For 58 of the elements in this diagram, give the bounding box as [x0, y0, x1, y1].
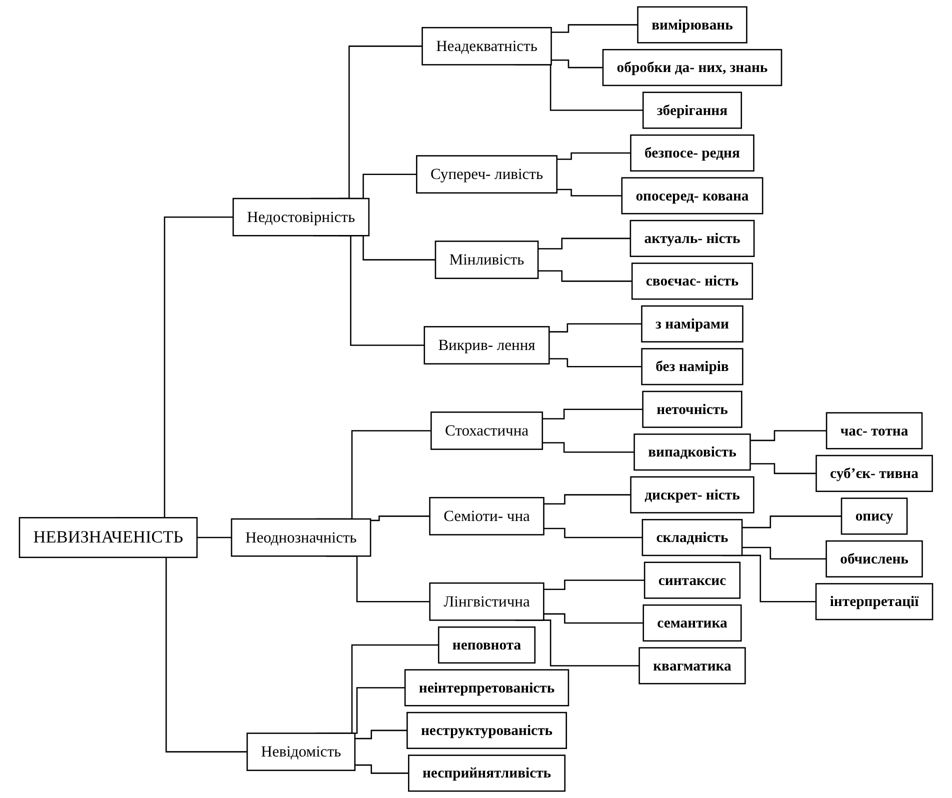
connector: [549, 358, 642, 368]
node-box: [641, 305, 744, 342]
connector: [742, 546, 826, 560]
node-box: [434, 240, 539, 280]
connector: [551, 59, 603, 68]
connector: [551, 24, 638, 33]
connector: [544, 494, 631, 505]
node-box: [630, 134, 754, 172]
node-box: [642, 604, 742, 642]
node-box: [416, 155, 558, 194]
node-box: [422, 26, 552, 66]
connector: [556, 152, 631, 160]
connector: [544, 613, 644, 624]
connector: [354, 730, 408, 740]
node-box: [630, 220, 755, 257]
node-box: [642, 518, 743, 556]
node-box: [429, 582, 544, 621]
connector: [542, 408, 643, 420]
connector: [544, 580, 645, 590]
node-box: [430, 412, 544, 450]
node-box: [644, 562, 741, 599]
node-box: [826, 412, 923, 450]
node-box: [642, 92, 742, 129]
connector: [542, 442, 634, 453]
node-box: [815, 583, 934, 620]
node-box: [641, 348, 744, 386]
connector: [750, 430, 827, 442]
connector: [556, 188, 622, 196]
node-box: [637, 6, 748, 44]
node-box: [406, 712, 567, 750]
node-box: [230, 518, 372, 557]
node-box: [638, 647, 746, 684]
connector: [538, 270, 632, 282]
node-box: [602, 48, 782, 86]
node-box: [18, 517, 198, 558]
node-box: [826, 540, 923, 578]
connector: [750, 463, 816, 474]
connector: [370, 516, 430, 522]
connector: [544, 528, 642, 538]
node-box: [424, 326, 550, 364]
node-box: [404, 669, 570, 706]
node-box: [631, 262, 754, 300]
connector: [742, 516, 842, 528]
node-box: [630, 476, 754, 514]
node-box: [246, 732, 356, 772]
connector: [538, 238, 630, 250]
node-box: [816, 454, 933, 492]
node-box: [429, 496, 544, 536]
node-box: [642, 390, 742, 428]
connector: [354, 764, 409, 774]
connector: [197, 536, 232, 538]
node-box: [621, 177, 764, 214]
node-box: [408, 754, 566, 792]
node-box: [840, 498, 908, 535]
node-box: [634, 434, 751, 471]
node-box: [232, 198, 370, 236]
node-box: [438, 626, 536, 664]
connector: [549, 323, 642, 332]
